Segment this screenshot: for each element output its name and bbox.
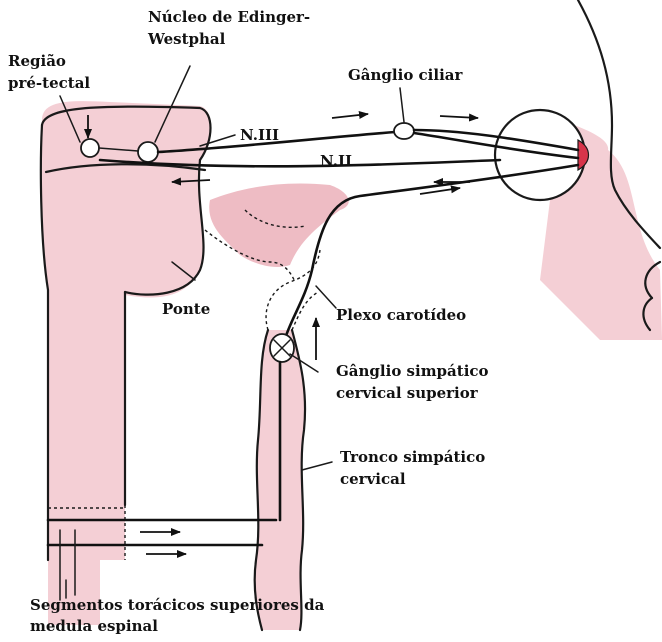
label-cervical-trunk-1: Tronco simpático (340, 448, 485, 466)
label-thoracic-segments-1: Segmentos torácicos superiores da (30, 596, 325, 614)
label-thoracic-segments-2: medula espinal (30, 617, 158, 635)
ciliary-ganglion (394, 123, 414, 139)
sympathetic-trunk (255, 250, 320, 630)
optic-chiasm-region (205, 183, 349, 282)
leader-tronco (302, 462, 332, 470)
label-edinger-westphal-2: Westphal (147, 30, 226, 48)
label-n3: N.III (240, 126, 279, 144)
pretectal-nucleus (81, 139, 99, 157)
label-pretectal-1: Região (8, 52, 66, 70)
label-pons: Ponte (162, 300, 210, 318)
label-sup-cervical-ganglion-2: cervical superior (336, 384, 479, 402)
leader-ciliar (400, 88, 404, 122)
edinger-westphal-nucleus (138, 142, 158, 162)
label-pretectal-2: pré-tectal (8, 74, 90, 92)
label-edinger-westphal-1: Núcleo de Edinger- (148, 8, 310, 26)
leader-plexo (316, 286, 336, 308)
eyeball (495, 110, 585, 200)
brainstem (40, 101, 211, 625)
arrow-n3-1 (332, 114, 368, 118)
label-carotid-plexus: Plexo carotídeo (336, 306, 466, 324)
arrow-symp-eye (420, 188, 460, 194)
label-ciliary-ganglion: Gânglio ciliar (348, 66, 463, 84)
label-n2: N.II (320, 152, 352, 170)
label-cervical-trunk-2: cervical (340, 470, 406, 488)
arrow-n3-2 (440, 116, 478, 118)
label-sup-cervical-ganglion-1: Gânglio simpático (336, 362, 489, 380)
